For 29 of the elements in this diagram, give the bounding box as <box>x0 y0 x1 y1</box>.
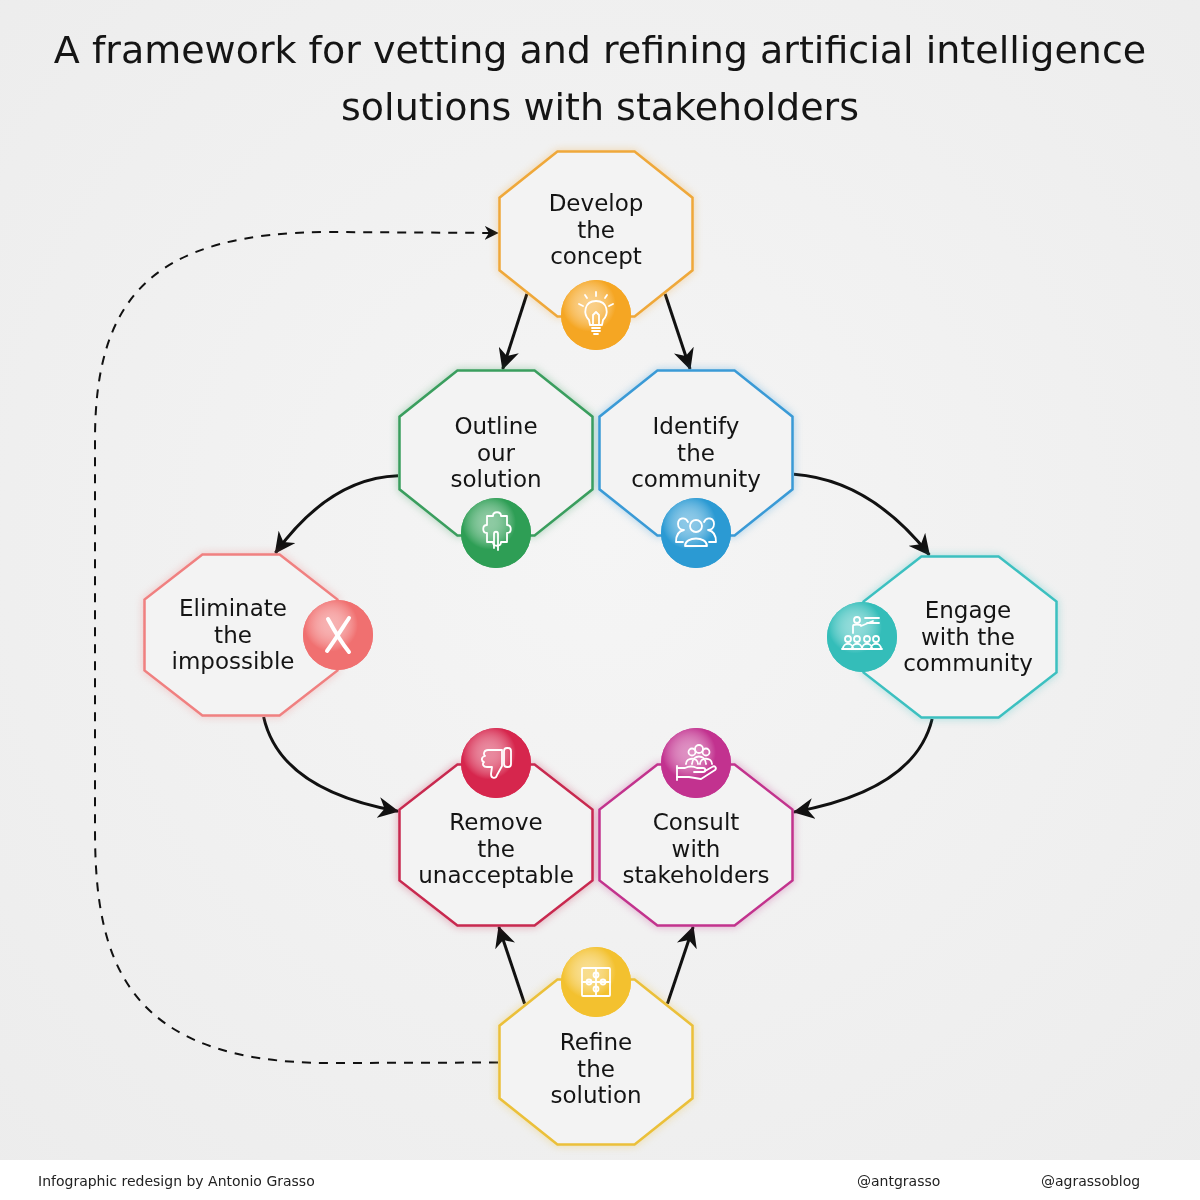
node-label: Refine the solution <box>550 1029 642 1109</box>
octagon-node <box>598 369 794 537</box>
dashed-arrow <box>94 225 499 1064</box>
arrow <box>262 716 400 818</box>
octagon-node <box>862 555 1058 719</box>
octagon-node <box>598 763 794 927</box>
arrow <box>274 474 399 554</box>
octagon-node <box>398 763 594 927</box>
node-label: Eliminate the impossible <box>171 595 295 675</box>
octagon-node <box>498 150 694 318</box>
octagon-node <box>143 553 339 717</box>
octagon-node <box>498 978 694 1146</box>
arrow <box>498 293 529 370</box>
arrow <box>793 472 931 556</box>
node-label: Identify the community <box>631 413 761 493</box>
node-label: Remove the unacceptable <box>418 809 574 889</box>
handle-text: @agrassoblog <box>1041 1173 1141 1189</box>
arrow <box>495 926 527 1005</box>
node-label: Consult with stakeholders <box>622 809 770 889</box>
credit-text: Infographic redesign by Antonio Grasso <box>38 1173 315 1189</box>
arrow <box>665 926 697 1005</box>
arrow <box>792 718 934 819</box>
node-label: Outline our solution <box>450 413 542 493</box>
node-label: Develop the concept <box>548 190 644 270</box>
title: A framework for vetting and refining artificial intelligence solutions with stakeholders <box>52 27 1148 131</box>
node-label: Engage with the community <box>902 597 1034 677</box>
arrow <box>663 293 694 370</box>
handle-text: @antgrasso <box>857 1173 941 1189</box>
octagon-node <box>398 369 594 537</box>
